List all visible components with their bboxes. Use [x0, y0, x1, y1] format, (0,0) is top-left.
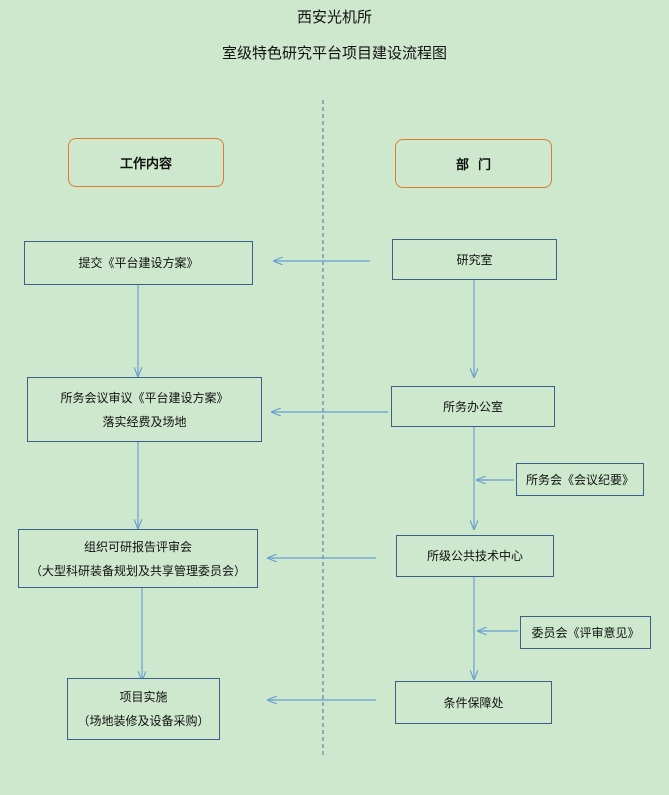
dept-tech-center-text: 所级公共技术中心	[426, 549, 523, 563]
org-title: 西安光机所	[296, 8, 372, 26]
dept-affairs-office-text: 所务办公室	[442, 399, 503, 414]
doc-meeting-minutes: 所务会《会议纪要》	[516, 463, 644, 496]
dept-research-lab-text: 研究室	[456, 252, 493, 267]
step-review-plan-subtext: 落实经费及场地	[102, 414, 187, 429]
step-implementation: 项目实施 （场地装修及设备采购）	[67, 678, 220, 740]
step-feasibility-review: 组织可研报告评审会 （大型科研装备规划及共享管理委员会）	[18, 529, 258, 588]
department-heading: 部 门	[395, 139, 552, 188]
diagram-title: 室级特色研究平台项目建设流程图	[221, 44, 447, 62]
step-review-plan: 所务会议审议《平台建设方案》 落实经费及场地	[27, 377, 262, 442]
step-submit-plan: 提交《平台建设方案》	[24, 241, 253, 285]
doc-review-opinion: 委员会《评审意见》	[520, 616, 651, 649]
step-feasibility-review-subtext: （大型科研装备规划及共享管理委员会）	[29, 563, 246, 578]
dept-logistics: 条件保障处	[395, 681, 552, 724]
work-content-heading: 工作内容	[68, 138, 224, 187]
step-review-plan-text: 所务会议审议《平台建设方案》	[60, 390, 229, 405]
step-implementation-subtext: （场地装修及设备采购）	[77, 714, 210, 728]
dept-tech-center: 所级公共技术中心	[396, 535, 554, 577]
doc-review-opinion-text: 委员会《评审意见》	[531, 625, 640, 640]
doc-meeting-minutes-text: 所务会《会议纪要》	[525, 472, 634, 487]
dept-affairs-office: 所务办公室	[391, 386, 555, 427]
step-implementation-text: 项目实施	[119, 690, 168, 704]
dept-logistics-text: 条件保障处	[443, 695, 504, 710]
step-submit-plan-text: 提交《平台建设方案》	[78, 256, 199, 270]
step-feasibility-review-text: 组织可研报告评审会	[83, 539, 192, 554]
dept-research-lab: 研究室	[392, 239, 557, 280]
